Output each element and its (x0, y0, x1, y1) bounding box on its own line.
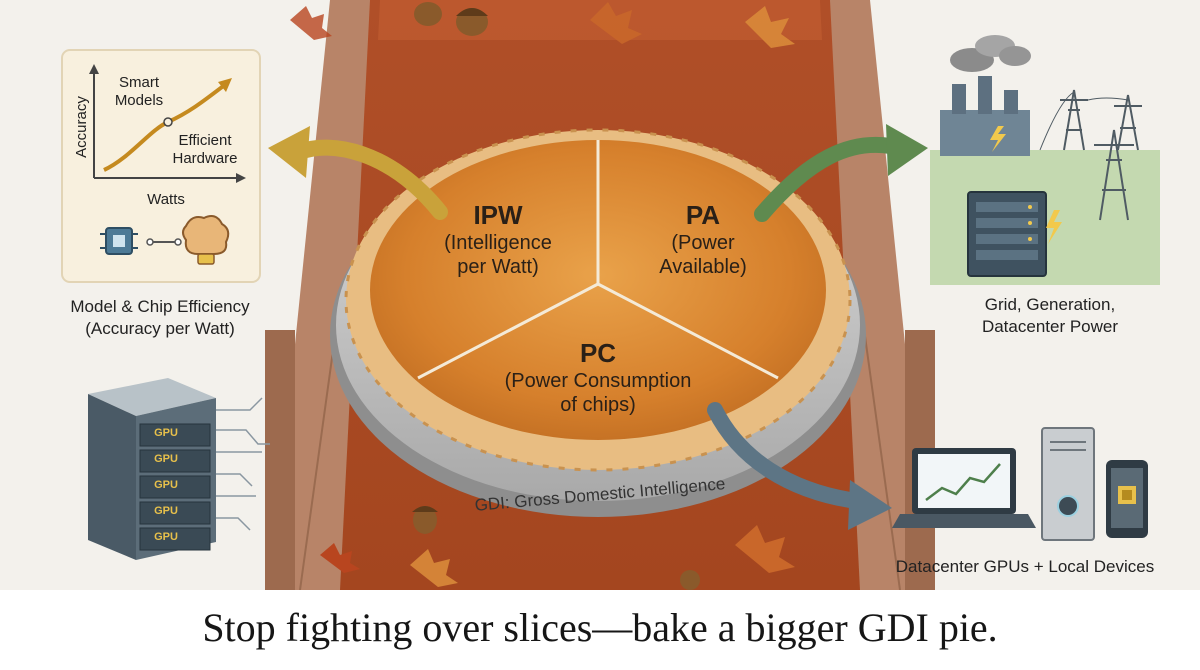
efficiency-caption: Model & Chip Efficiency (Accuracy per Wa… (40, 296, 280, 340)
chip-icon (100, 227, 182, 255)
slice-pc-abbr: PC (579, 338, 617, 368)
caption-bar (0, 590, 1200, 670)
slice-pa-line2: Available) (659, 256, 747, 278)
devices-caption: Datacenter GPUs + Local Devices (895, 557, 1155, 576)
tower-icon (1039, 89, 1142, 221)
lightning-icon (1046, 210, 1062, 244)
chart-y-axis-label: Accuracy (73, 96, 90, 158)
arrow-to-efficiency (268, 126, 448, 220)
efficiency-caption-line2: (Accuracy per Watt) (85, 319, 235, 338)
laptop (892, 448, 1036, 528)
pie (330, 128, 866, 517)
slice-ipw-abbr: IPW (473, 200, 523, 230)
smart-models-label: Smart Models (104, 74, 174, 110)
power-button-icon (1057, 495, 1079, 517)
slice-pa-line1: (Power (671, 232, 735, 254)
arrow-to-grid (754, 124, 928, 222)
efficiency-caption-line1: Model & Chip Efficiency (70, 297, 250, 316)
leaf-icon (290, 2, 795, 587)
slice-pc: PC (Power Consumption of chips) (488, 338, 708, 417)
slice-dividers (417, 140, 779, 380)
smart-models-line1: Smart (118, 74, 159, 91)
efficient-hardware-line2: Hardware (172, 150, 238, 167)
slice-pa-abbr: PA (685, 200, 721, 230)
factory-icon (940, 35, 1031, 156)
efficient-hardware-line1: Efficient (178, 132, 232, 149)
gpu-rack (88, 378, 270, 560)
grid-scene (930, 35, 1160, 285)
arrow-to-devices (707, 402, 892, 530)
slice-ipw-line1: (Intelligence (444, 232, 552, 254)
gpu-label-1: GPU (154, 427, 178, 439)
caption-text: Stop fighting over slices—bake a bigger … (202, 605, 998, 650)
local-devices (892, 427, 1148, 541)
gpu-label-2: GPU (154, 453, 178, 465)
slice-ipw: IPW (Intelligence per Watt) (408, 200, 588, 279)
smart-models-line2: Models (114, 92, 164, 109)
datacenter-server (967, 191, 1047, 277)
slice-ipw-line2: per Watt) (457, 256, 539, 278)
brain-icon (182, 215, 230, 265)
grid-caption: Grid, Generation, Datacenter Power (940, 294, 1160, 338)
chart-x-axis-label: Watts (147, 191, 185, 208)
smartphone (1106, 460, 1148, 538)
efficient-hardware-label: Efficient Hardware (160, 132, 250, 168)
acorn-icon (412, 2, 700, 590)
gpu-label-5: GPU (154, 531, 178, 543)
gpu-label-3: GPU (154, 479, 178, 491)
desktop-tower (1041, 427, 1095, 541)
slice-pc-line2: of chips) (560, 394, 636, 416)
grid-caption-line1: Grid, Generation, (984, 295, 1116, 314)
grid-caption-line2: Datacenter Power (981, 317, 1119, 336)
gpu-label-4: GPU (154, 505, 178, 517)
slice-pa: PA (Power Available) (628, 200, 778, 279)
slice-pc-line1: (Power Consumption (504, 370, 692, 392)
